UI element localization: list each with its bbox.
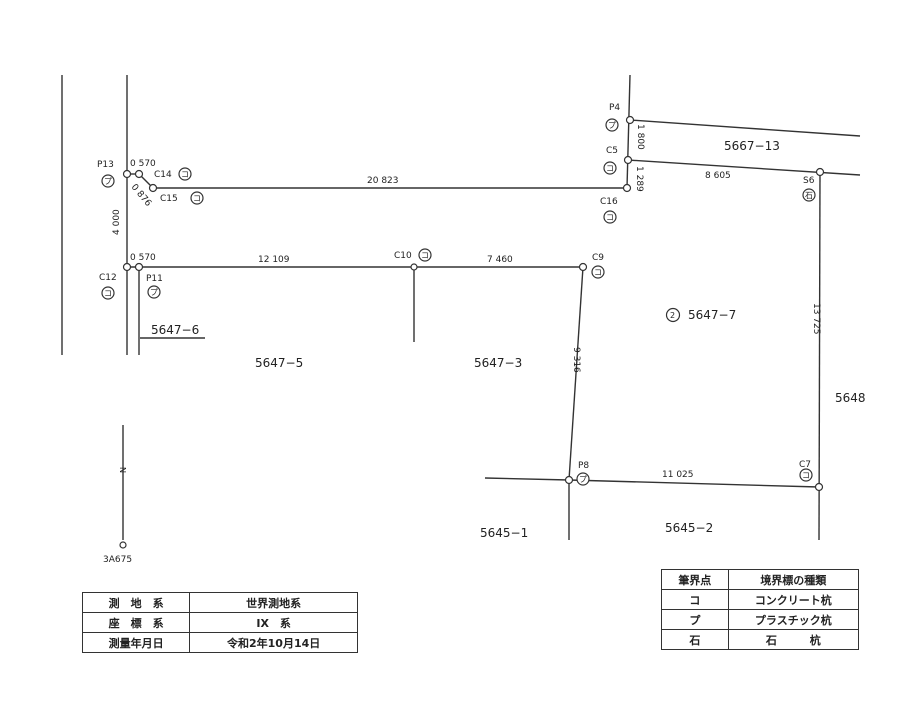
svg-text:C14: C14 xyxy=(154,170,172,180)
svg-text:P11: P11 xyxy=(146,274,163,284)
north-arrow: N xyxy=(118,467,127,473)
svg-text:1 289: 1 289 xyxy=(634,166,644,192)
svg-text:C9: C9 xyxy=(592,253,604,263)
svg-text:0 570: 0 570 xyxy=(130,253,156,263)
svg-text:C5: C5 xyxy=(606,146,618,156)
svg-text:20 823: 20 823 xyxy=(367,176,399,186)
boundary-lines xyxy=(61,74,861,541)
point-labels: P13 C14 C15 C12 P11 C10 C9 P4 C5 C16 S6 … xyxy=(97,103,815,565)
svg-text:C15: C15 xyxy=(160,194,178,204)
svg-text:コ: コ xyxy=(606,213,614,222)
svg-text:プ: プ xyxy=(608,121,616,130)
svg-text:9 316: 9 316 xyxy=(571,347,581,373)
svg-text:11 025: 11 025 xyxy=(662,470,694,480)
svg-text:S6: S6 xyxy=(803,176,815,186)
legend-symbol-concrete: コ xyxy=(661,589,729,610)
svg-text:コ: コ xyxy=(104,289,112,298)
svg-text:12 109: 12 109 xyxy=(258,255,290,265)
svg-text:プ: プ xyxy=(150,288,158,297)
svg-text:13 725: 13 725 xyxy=(811,303,821,335)
legend-header-type: 境界標の種類 xyxy=(727,569,860,590)
value-coordinate-system: IX 系 xyxy=(189,612,358,633)
svg-text:P8: P8 xyxy=(578,461,589,471)
lot-numbers: 5667−13 5647−6 5647−5 5647−3 2 5647−7 56… xyxy=(151,139,866,540)
svg-text:5667−13: 5667−13 xyxy=(724,139,780,153)
label-survey-date: 測量年月日 xyxy=(81,632,191,653)
monument-marks: プ コ コ コ プ コ コ プ コ コ 石 プ コ xyxy=(101,118,816,486)
svg-text:7 460: 7 460 xyxy=(487,255,513,265)
svg-text:5648: 5648 xyxy=(835,391,866,405)
svg-text:プ: プ xyxy=(104,177,112,186)
svg-text:4 000: 4 000 xyxy=(112,209,122,235)
legend-symbol-plastic: プ xyxy=(661,609,729,630)
value-geodetic-system: 世界測地系 xyxy=(189,592,358,613)
svg-text:0 570: 0 570 xyxy=(130,159,156,169)
legend-header-point: 筆界点 xyxy=(661,569,729,590)
svg-text:コ: コ xyxy=(606,164,614,173)
svg-text:C7: C7 xyxy=(799,460,811,470)
legend-type-stone: 石 杭 xyxy=(727,629,860,650)
boundary-marker-legend: 筆界点境界標の種類 ココンクリート杭 ププラスチック杭 石石 杭 xyxy=(661,569,860,650)
svg-text:1 800: 1 800 xyxy=(635,124,645,150)
label-geodetic-system: 測 地 系 xyxy=(81,592,191,613)
value-survey-date: 令和2年10月14日 xyxy=(189,632,358,653)
svg-text:コ: コ xyxy=(594,268,602,277)
svg-text:5647−5: 5647−5 xyxy=(255,356,303,370)
svg-text:プ: プ xyxy=(579,475,587,484)
svg-text:P4: P4 xyxy=(609,103,620,113)
svg-text:コ: コ xyxy=(421,251,429,260)
svg-text:5647−6: 5647−6 xyxy=(151,323,199,337)
label-coordinate-system: 座 標 系 xyxy=(81,612,191,633)
svg-text:2: 2 xyxy=(670,311,675,320)
svg-text:P13: P13 xyxy=(97,160,114,170)
svg-text:5645−2: 5645−2 xyxy=(665,521,713,535)
svg-text:C10: C10 xyxy=(394,251,412,261)
legend-symbol-stone: 石 xyxy=(661,629,729,650)
svg-text:5647−7: 5647−7 xyxy=(688,308,736,322)
svg-text:コ: コ xyxy=(181,170,189,179)
svg-text:コ: コ xyxy=(802,471,810,480)
svg-text:コ: コ xyxy=(193,194,201,203)
svg-text:C16: C16 xyxy=(600,197,618,207)
svg-text:5645−1: 5645−1 xyxy=(480,526,528,540)
boundary-points xyxy=(119,115,825,549)
svg-text:3A675: 3A675 xyxy=(103,555,132,565)
svg-text:石: 石 xyxy=(805,191,813,200)
svg-text:N: N xyxy=(118,467,127,473)
svg-text:C12: C12 xyxy=(99,273,117,283)
svg-text:8 605: 8 605 xyxy=(705,171,731,181)
distance-labels: 0 570 0 876 4 000 20 823 0 570 12 109 7 … xyxy=(112,124,821,480)
legend-type-plastic: プラスチック杭 xyxy=(727,609,860,630)
legend-type-concrete: コンクリート杭 xyxy=(727,589,860,610)
svg-text:5647−3: 5647−3 xyxy=(474,356,522,370)
